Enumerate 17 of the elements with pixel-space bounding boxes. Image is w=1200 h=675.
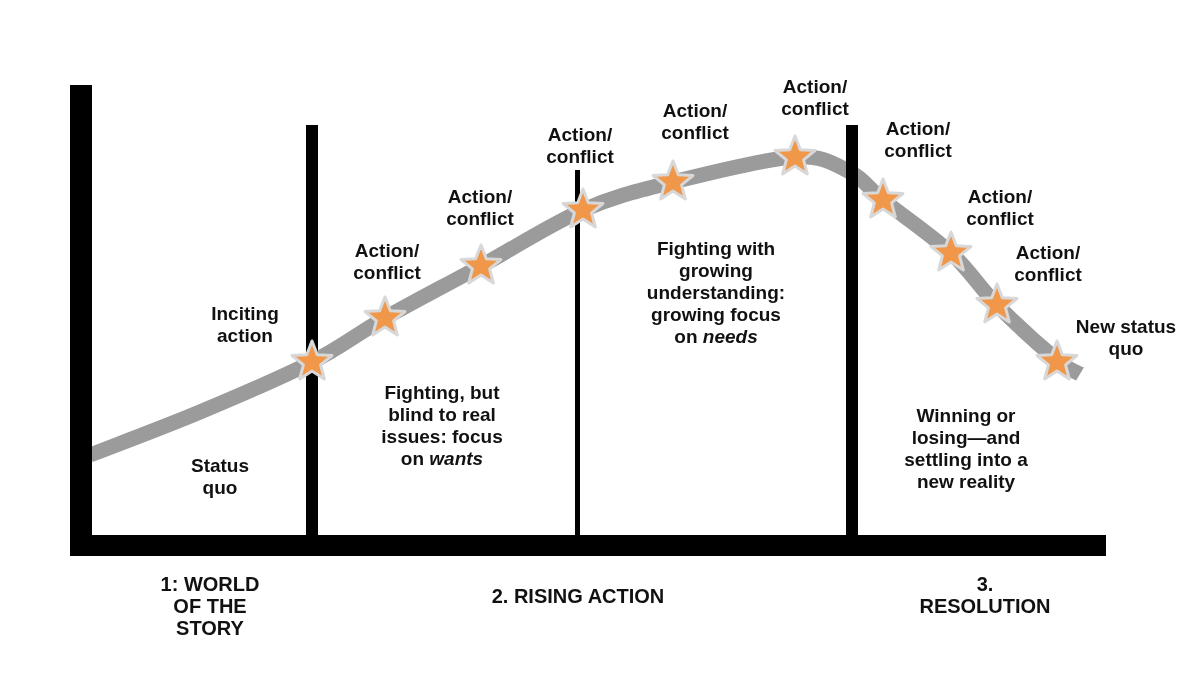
section-heading: 1: WORLD OF THE STORY (159, 573, 261, 639)
event-label: New status quo (1074, 316, 1178, 360)
event-label: Action/ conflict (1013, 242, 1083, 286)
phase-description: Status quo (189, 455, 251, 499)
event-label: Action/ conflict (445, 186, 515, 230)
event-label: Action/ conflict (780, 76, 850, 120)
phase-description: Winning or losing—and settling into a new reality (903, 405, 1029, 493)
event-label: Action/ conflict (660, 100, 730, 144)
phase-description: Fighting, but blind to real issues: focus on wants (380, 382, 504, 470)
section-heading: 3. RESOLUTION (918, 573, 1052, 617)
section-heading: 2. RISING ACTION (490, 585, 666, 607)
event-label: Action/ conflict (883, 118, 953, 162)
event-label: Action/ conflict (352, 240, 422, 284)
phase-description: Fighting with growing understanding: growing focus on needs (645, 238, 787, 348)
event-label: Action/ conflict (965, 186, 1035, 230)
event-label: Action/ conflict (545, 124, 615, 168)
event-label: Inciting action (210, 303, 280, 347)
